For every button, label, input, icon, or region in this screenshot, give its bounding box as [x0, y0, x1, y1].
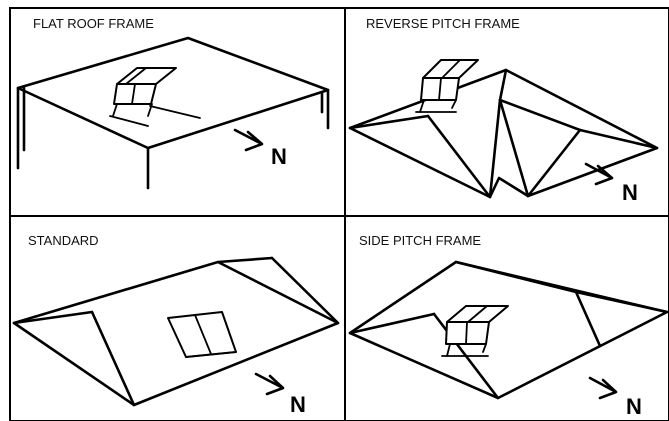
solar-collector	[109, 67, 201, 127]
north-arrow: N	[588, 376, 642, 419]
north-label: N	[290, 392, 306, 417]
north-label: N	[626, 394, 642, 419]
panel-title: FLAT ROOF FRAME	[33, 16, 154, 31]
flat-roof-drawing	[16, 36, 330, 190]
standard-roof-drawing	[12, 256, 340, 407]
solar-collector	[167, 311, 237, 358]
panel-side-pitch-frame: SIDE PITCH FRAME N	[348, 233, 669, 419]
side-pitch-drawing	[348, 260, 669, 400]
panel-title: SIDE PITCH FRAME	[359, 233, 481, 248]
north-arrow: N	[233, 128, 287, 169]
north-label: N	[271, 144, 287, 169]
solar-collector	[441, 305, 509, 357]
panel-title: STANDARD	[28, 233, 99, 248]
panel-reverse-pitch-frame: REVERSE PITCH FRAME N	[348, 16, 659, 205]
panel-flat-roof-frame: FLAT ROOF FRAME N	[16, 16, 330, 190]
north-arrow: N	[584, 162, 638, 205]
north-arrow: N	[254, 372, 306, 417]
grid-frame	[9, 7, 669, 421]
panel-standard: STANDARD N	[12, 233, 340, 417]
panel-title: REVERSE PITCH FRAME	[366, 16, 520, 31]
solar-collector	[415, 59, 479, 113]
reverse-pitch-drawing	[348, 68, 659, 199]
north-label: N	[622, 180, 638, 205]
